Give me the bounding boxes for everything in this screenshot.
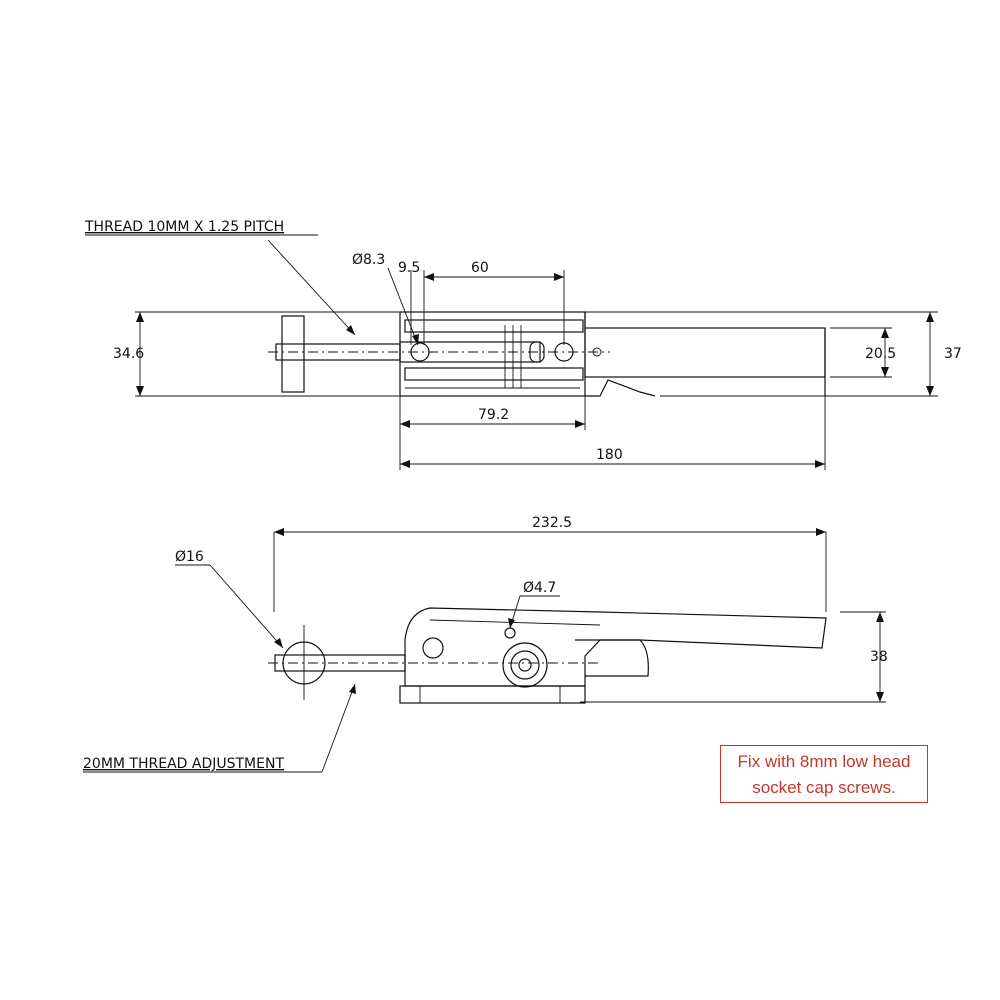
dim-60: 60 [471,260,489,276]
dim-38: 38 [870,649,888,665]
side-dimensions [83,528,884,773]
dim-232-5: 232.5 [532,515,572,531]
note-line-2: socket cap screws. [752,778,896,797]
thread-pitch-label: THREAD 10MM X 1.25 PITCH [84,219,284,235]
dim-180: 180 [596,447,623,463]
top-dimensions [85,234,934,470]
dim-dia-8-3: Ø8.3 [352,252,385,268]
mounting-note: Fix with 8mm low head socket cap screws. [720,745,928,803]
dim-79-2: 79.2 [478,407,509,423]
top-view [135,311,938,397]
dim-20-5: 20.5 [865,346,896,362]
dim-34-6: 34.6 [113,346,144,362]
dim-dia-16: Ø16 [175,549,204,565]
note-line-1: Fix with 8mm low head [737,752,911,771]
thread-adjustment-label: 20MM THREAD ADJUSTMENT [83,756,284,772]
side-view [268,532,886,704]
dim-37: 37 [944,346,962,362]
dim-dia-4-7: Ø4.7 [523,580,556,596]
dim-9-5: 9.5 [398,260,420,276]
